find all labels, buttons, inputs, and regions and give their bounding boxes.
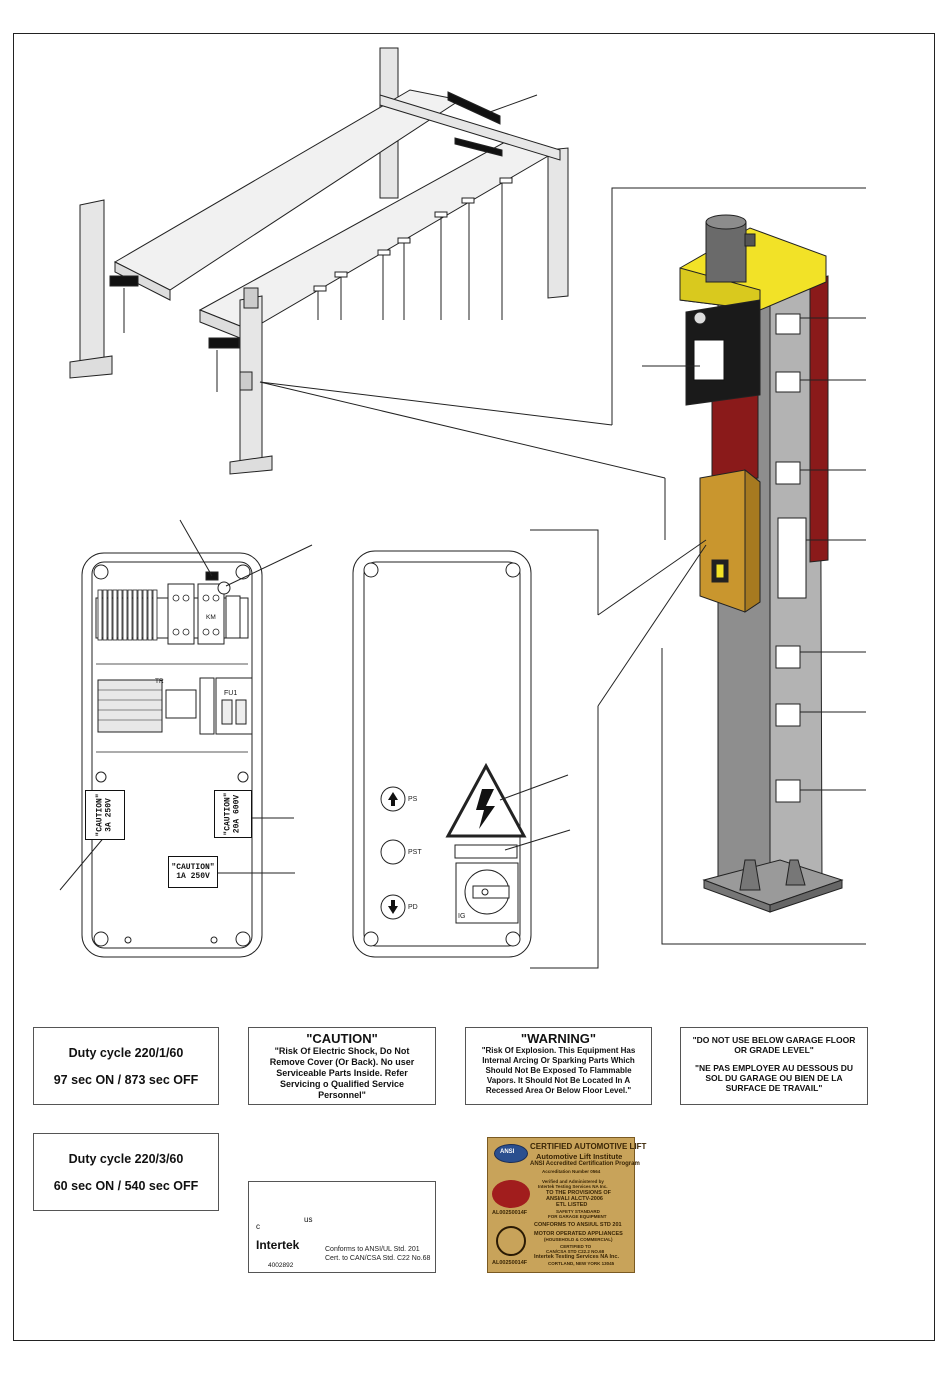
power-side-post (679, 214, 844, 913)
caution-1a-label: "CAUTION"1A 250V (168, 856, 218, 888)
duty-cycle-3ph-value: 60 sec ON / 540 sec OFF (53, 1179, 199, 1193)
ali-serial-bottom: AL00250014F (492, 1260, 528, 1266)
duty-cycle-3ph-label: Duty cycle 220/3/60 60 sec ON / 540 sec … (33, 1133, 219, 1211)
duty-cycle-1ph-label: Duty cycle 220/1/60 97 sec ON / 873 sec … (33, 1027, 219, 1105)
duty-cycle-3ph-title: Duty cycle 220/3/60 (68, 1152, 184, 1166)
control-box-cover (352, 550, 532, 958)
caution-20a-label: "CAUTION"20A 600V (214, 790, 252, 838)
garage-label-english: "DO NOT USE BELOW GARAGE FLOOR OR GRADE … (692, 1035, 856, 1055)
duty-cycle-1ph-title: Duty cycle 220/1/60 (68, 1046, 184, 1060)
pst-button-label: PST (408, 849, 422, 856)
ali-header: CERTIFIED AUTOMOTIVE LIFT (530, 1142, 647, 1151)
ansi-logo (494, 1144, 528, 1163)
transformer-label: TR (155, 678, 164, 685)
duty-cycle-1ph-value: 97 sec ON / 873 sec OFF (53, 1073, 199, 1087)
ali-org: Automotive Lift Institute (536, 1152, 623, 1161)
ali-program: ANSI Accredited Certification Program (530, 1161, 640, 1167)
caution-body: "Risk Of Electric Shock, Do Not Remove C… (269, 1046, 415, 1100)
ali-validated-seal (492, 1180, 530, 1208)
fuse-label: FU1 (224, 690, 238, 697)
four-post-lift (69, 47, 569, 475)
warning-explosion-label: "WARNING" "Risk Of Explosion. This Equip… (465, 1027, 652, 1105)
etl-conformance: Conforms to ANSI/UL Std. 201 Cert. to CA… (325, 1246, 431, 1262)
caution-3a-label: "CAUTION"3A 250V (85, 790, 125, 840)
etl-us-mark: us (304, 1215, 313, 1224)
ansi-logo-text: ANSI (500, 1149, 515, 1155)
caution-title: "CAUTION" (306, 1031, 378, 1046)
garage-floor-label: "DO NOT USE BELOW GARAGE FLOOR OR GRADE … (680, 1027, 868, 1105)
etl-c-mark: c (256, 1222, 260, 1231)
caution-electric-shock-label: "CAUTION" "Risk Of Electric Shock, Do No… (248, 1027, 436, 1105)
warning-body: "Risk Of Explosion. This Equipment Has I… (481, 1046, 636, 1095)
ps-button-label: PS (408, 796, 418, 803)
warning-title: "WARNING" (520, 1031, 597, 1046)
etl-intertek-label (248, 1181, 436, 1273)
ali-certified-lift-label: ANSI CERTIFIED AUTOMOTIVE LIFT Automotiv… (487, 1137, 646, 1273)
page-frame (13, 33, 935, 1341)
contactor-label: KM (206, 614, 216, 621)
electrical-panel (81, 552, 263, 958)
garage-label-french: "NE PAS EMPLOYER AU DESSOUS DU SOL DU GA… (695, 1063, 853, 1093)
intertek-brand: Intertek (256, 1238, 300, 1252)
ali-etl-seal (496, 1226, 526, 1256)
pd-button-label: PD (408, 904, 418, 911)
ali-serial-top: AL00250014F (492, 1210, 528, 1216)
switch-label: IG (458, 913, 466, 920)
etl-control-number: 4002892 (268, 1262, 294, 1269)
